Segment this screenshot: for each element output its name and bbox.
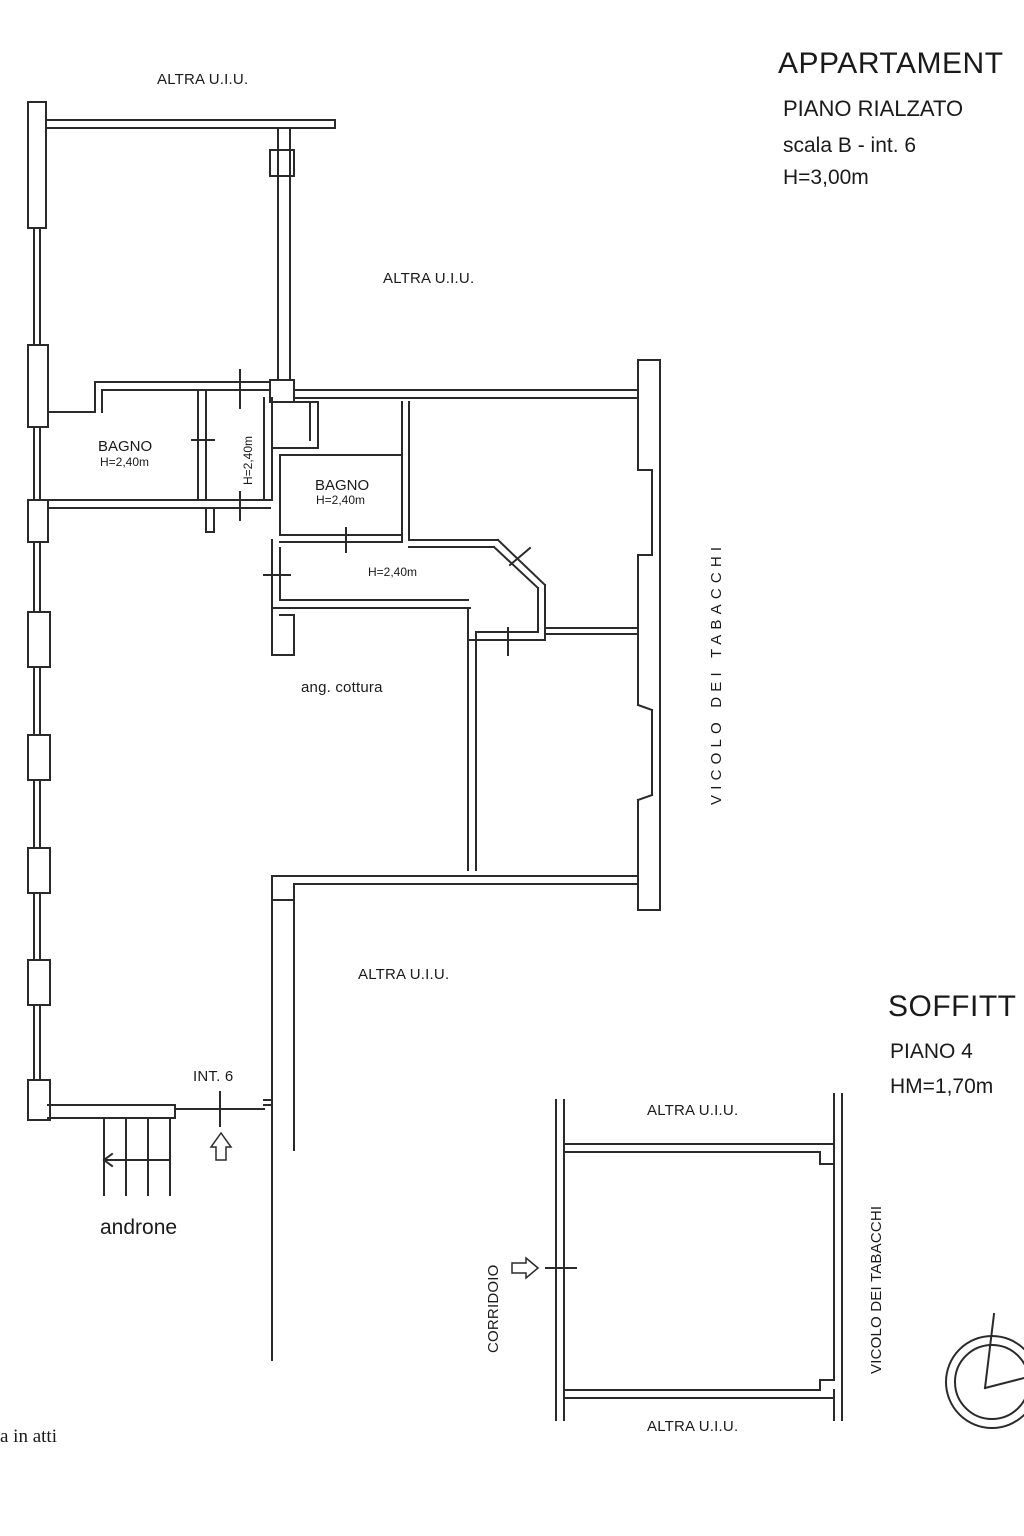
entrance-walls bbox=[47, 1104, 273, 1119]
androne-label: androne bbox=[100, 1216, 178, 1239]
door-markers bbox=[191, 369, 532, 1127]
neighbor-label-top: ALTRA U.I.U. bbox=[157, 71, 249, 88]
north-compass-icon bbox=[945, 1312, 1024, 1429]
height-label: H=3,00m bbox=[783, 166, 869, 189]
partition-wall-upper bbox=[269, 127, 295, 381]
entrance-label: INT. 6 bbox=[193, 1068, 234, 1085]
title-apartment: APPARTAMENT bbox=[778, 47, 1004, 80]
top-wall bbox=[45, 119, 336, 129]
attic-street-label: VICOLO DEI TABACCHI bbox=[868, 1205, 885, 1374]
neighbor-label-mid: ALTRA U.I.U. bbox=[383, 270, 475, 287]
bathroom-1-label: BAGNO bbox=[98, 438, 153, 455]
corridor-height: H=2,40m bbox=[368, 565, 418, 579]
entrance-arrow bbox=[209, 1131, 233, 1161]
unit-label: scala B - int. 6 bbox=[783, 134, 917, 157]
attic-entry-arrow bbox=[511, 1256, 540, 1280]
kitchen-walls bbox=[263, 639, 639, 1361]
floor-label: PIANO RIALZATO bbox=[783, 96, 964, 121]
exterior-wall-left bbox=[27, 101, 51, 1121]
corridor-walls bbox=[271, 538, 639, 656]
exterior-wall-right bbox=[636, 359, 661, 911]
attic-neighbor-bottom: ALTRA U.I.U. bbox=[647, 1418, 739, 1435]
title-attic: SOFFITT bbox=[888, 990, 1017, 1023]
stairs bbox=[102, 1119, 171, 1196]
footer-note: a in atti bbox=[0, 1426, 57, 1447]
attic-floor-label: PIANO 4 bbox=[890, 1040, 973, 1063]
attic-neighbor-top: ALTRA U.I.U. bbox=[647, 1102, 739, 1119]
corridoio-label: CORRIDOIO bbox=[485, 1264, 502, 1353]
attic-height-label: HM=1,70m bbox=[890, 1075, 994, 1098]
bathroom-2-label: BAGNO bbox=[315, 477, 370, 494]
closet-height: H=2,40m bbox=[241, 435, 255, 485]
street-label: VICOLO DEI TABACCHI bbox=[708, 541, 725, 805]
bathroom-1-height: H=2,40m bbox=[100, 455, 150, 469]
bathroom-2-height: H=2,40m bbox=[316, 493, 366, 507]
attic-walls bbox=[545, 1093, 843, 1421]
bathroom-block-walls bbox=[47, 379, 639, 548]
neighbor-label-low: ALTRA U.I.U. bbox=[358, 966, 450, 983]
kitchen-label: ang. cottura bbox=[301, 679, 383, 696]
